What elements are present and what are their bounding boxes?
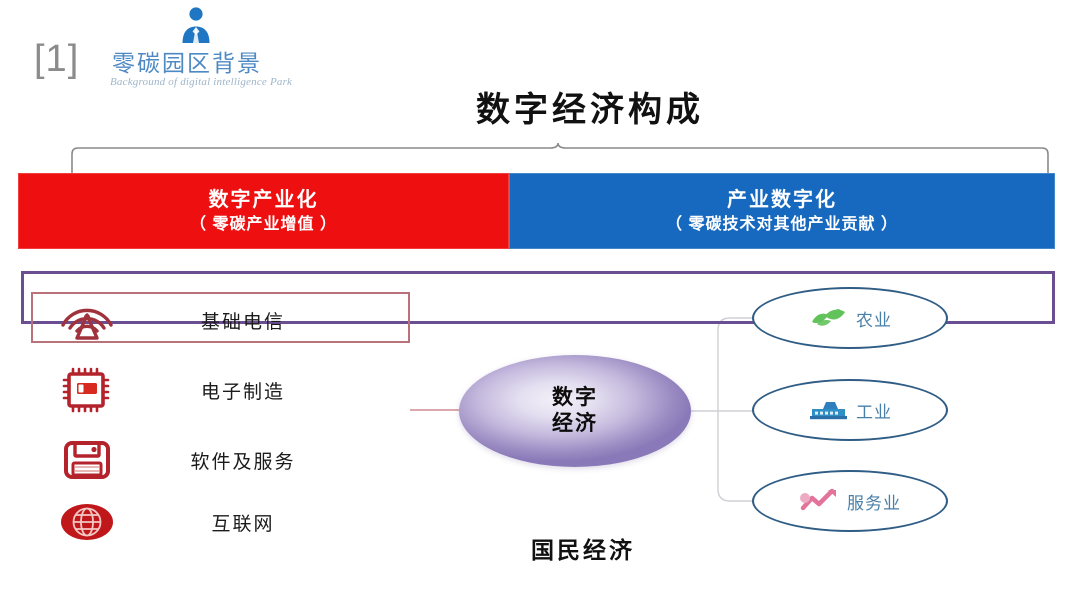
list-item-internet[interactable]: 互联网 <box>50 494 380 550</box>
list-item-basic-telecom[interactable]: 基础电信 <box>50 292 380 348</box>
section-title: 零碳园区背景 <box>112 50 262 76</box>
section-subtitle: Background of digital intelligence Park <box>110 76 293 88</box>
microchip-icon <box>50 362 124 418</box>
center-node-line1: 数字 <box>552 386 598 410</box>
oval-service-industry[interactable]: 服务业 <box>752 470 948 532</box>
bottom-caption: 国民经济 <box>531 537 635 563</box>
factory-icon <box>808 395 850 425</box>
page-title: 数字经济构成 <box>0 82 1080 131</box>
purple-highlight-rect <box>21 271 1055 324</box>
bar-digital-industrialization[interactable]: 数字产业化 （ 零碳产业增值 ） <box>18 173 509 249</box>
bar-left-line2: （ 零碳产业增值 ） <box>190 215 337 233</box>
center-node-line2: 经济 <box>552 412 598 435</box>
center-node-digital-economy[interactable]: 数字 经济 <box>459 355 691 467</box>
list-item-electronics-manufacturing[interactable]: 电子制造 <box>50 362 380 418</box>
bar-right-line2: （ 零碳技术对其他产业贡献 ） <box>666 215 898 233</box>
section-number: [1] <box>34 38 80 80</box>
bar-left-line1: 数字产业化 <box>208 189 319 212</box>
oval-industry[interactable]: 工业 <box>752 379 948 441</box>
floppy-disk-icon <box>50 432 124 488</box>
service-chart-icon <box>799 486 841 516</box>
globe-icon <box>50 494 124 550</box>
oval-agriculture[interactable]: 农业 <box>752 287 948 349</box>
red-highlight-rect <box>31 292 410 343</box>
page-title-text: 数字经济构成 <box>476 91 704 129</box>
list-item-software-services[interactable]: 软件及服务 <box>50 432 380 488</box>
list-item-label: 电子制造 <box>200 381 285 403</box>
bar-right-line1: 产业数字化 <box>727 189 837 212</box>
oval-label: 农业 <box>856 310 892 330</box>
bar-industry-digitalization[interactable]: 产业数字化 （ 零碳技术对其他产业贡献 ） <box>509 173 1055 249</box>
person-icon <box>176 6 216 44</box>
list-item-label: 互联网 <box>211 513 275 535</box>
oval-label: 服务业 <box>847 493 901 513</box>
green-leaf-icon <box>808 303 850 333</box>
antenna-signal-icon <box>50 292 124 348</box>
oval-label: 工业 <box>856 402 892 422</box>
list-item-label: 基础电信 <box>200 311 285 333</box>
list-item-label: 软件及服务 <box>190 451 296 473</box>
top-bracket <box>70 142 1050 174</box>
